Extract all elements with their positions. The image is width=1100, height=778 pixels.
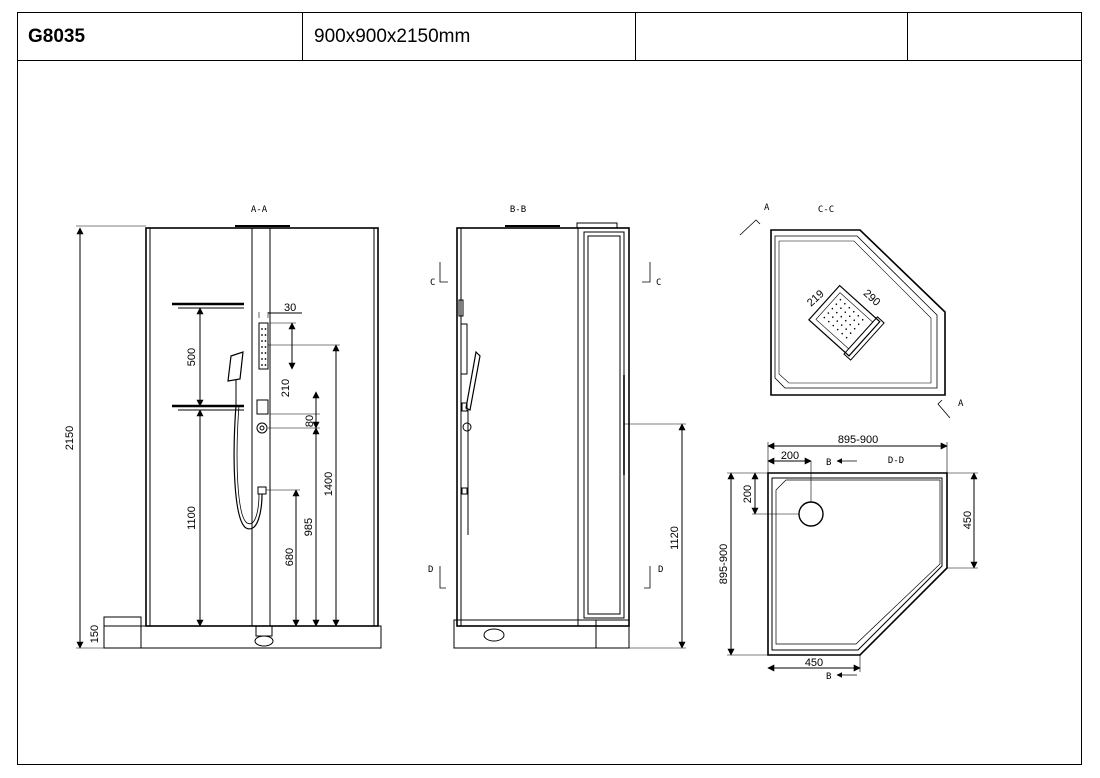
dim-985: 985	[303, 518, 315, 536]
dim-1100: 1100	[186, 506, 198, 530]
dim-side-450: 450	[962, 511, 974, 529]
dim-30: 30	[284, 302, 296, 314]
section-b-top: B	[826, 458, 831, 468]
dim-depth-895-900: 895-900	[718, 544, 730, 584]
hand-shower	[227, 351, 244, 382]
dim-drain-y: 200	[742, 485, 754, 503]
dim-219: 219	[805, 288, 827, 309]
section-c-right: C	[656, 278, 661, 288]
section-c-left: C	[430, 278, 435, 288]
dim-500: 500	[186, 348, 198, 366]
rain-shower-head	[808, 284, 885, 361]
shower-hose	[233, 404, 263, 530]
section-a-bottom: A	[958, 399, 964, 409]
view-b-b: B-B C C D D 1120	[428, 205, 686, 649]
ceiling-outline	[770, 229, 946, 396]
title-block: G8035 900x900x2150mm	[18, 13, 1081, 61]
side-cabin-outline	[456, 227, 630, 627]
title-cell-3	[636, 13, 908, 60]
view-d-d: D-D 895-900 200 200 895-900 450 450 B	[718, 434, 978, 682]
section-d-left: D	[428, 565, 433, 575]
shower-tray	[140, 625, 382, 649]
view-a-a-label: A-A	[251, 205, 268, 215]
dim-front-450: 450	[805, 657, 823, 669]
view-d-d-label: D-D	[888, 456, 904, 466]
section-d-right: D	[658, 565, 663, 575]
model-number: G8035	[18, 13, 303, 60]
section-a-top: A	[764, 203, 770, 213]
dim-680: 680	[284, 548, 296, 566]
dim-1400: 1400	[323, 472, 335, 496]
side-tray	[453, 619, 597, 649]
section-b-bottom: B	[826, 672, 831, 682]
dim-2150: 2150	[64, 426, 76, 450]
dim-1120: 1120	[669, 526, 681, 550]
dim-width-895-900: 895-900	[838, 434, 878, 446]
tray-outline	[767, 472, 948, 656]
view-c-c: C-C 219 290 A A	[739, 203, 964, 419]
view-c-c-label: C-C	[818, 205, 834, 215]
tray-drain	[798, 501, 824, 527]
view-a-a: A-A	[64, 205, 382, 649]
drawing-sheet: G8035 900x900x2150mm	[17, 12, 1082, 765]
overall-size: 900x900x2150mm	[303, 13, 636, 60]
dim-150: 150	[89, 625, 101, 643]
dim-80: 80	[304, 415, 316, 427]
dim-210: 210	[280, 379, 292, 397]
dim-drain-x: 200	[781, 450, 799, 462]
cabin-outline	[145, 227, 379, 627]
view-b-b-label: B-B	[510, 205, 526, 215]
dim-290: 290	[861, 287, 883, 308]
